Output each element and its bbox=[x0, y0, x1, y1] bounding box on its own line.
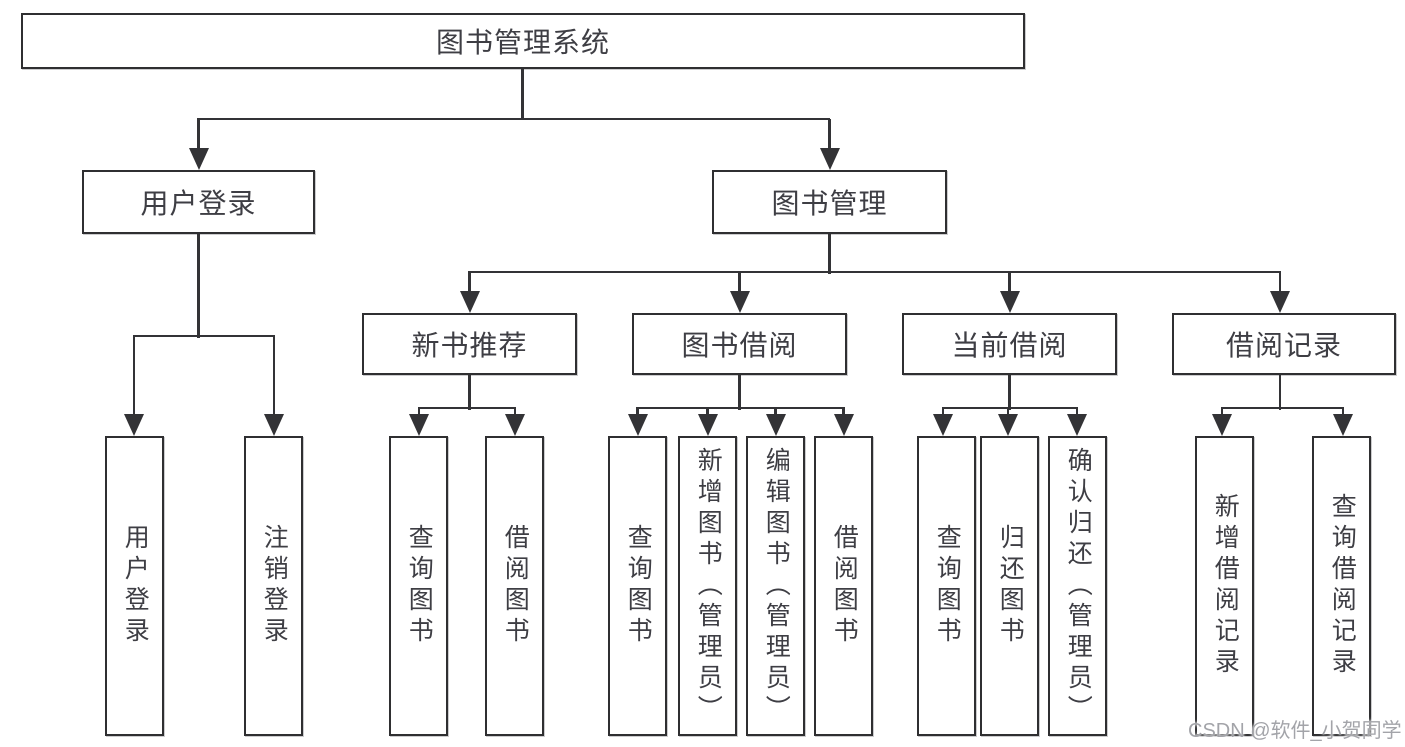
connector-vline bbox=[132, 336, 136, 420]
connector-vline bbox=[1008, 272, 1011, 297]
connector-vline bbox=[521, 69, 524, 119]
leaf-logout: 注销登录 bbox=[244, 436, 303, 736]
connector-vline bbox=[1008, 375, 1011, 410]
leaf-bb-edit-books-admin: 编辑图书（管理员） bbox=[746, 436, 805, 736]
connector-vline bbox=[828, 119, 831, 154]
node-borrow-records: 借阅记录 bbox=[1172, 313, 1396, 375]
arrowhead-down-icon bbox=[409, 414, 429, 436]
connector-hline bbox=[417, 406, 517, 410]
leaf-nbr-query-books: 查询图书 bbox=[389, 436, 448, 736]
arrowhead-down-icon bbox=[627, 414, 648, 436]
connector-vline bbox=[738, 272, 741, 297]
connector-vline bbox=[197, 119, 200, 154]
arrowhead-down-icon bbox=[999, 291, 1020, 313]
connector-hline bbox=[197, 117, 830, 121]
arrowhead-down-icon bbox=[1333, 414, 1353, 436]
connector-vline bbox=[468, 375, 471, 410]
leaf-bb-add-books-admin: 新增图书（管理员） bbox=[678, 436, 737, 736]
leaf-bb-borrow-books: 借阅图书 bbox=[814, 436, 873, 736]
arrowhead-down-icon bbox=[459, 291, 480, 313]
arrowhead-down-icon bbox=[819, 148, 840, 170]
node-book-management: 图书管理 bbox=[712, 170, 947, 234]
connector-vline bbox=[1278, 272, 1282, 297]
leaf-cb-return-books: 归还图书 bbox=[980, 436, 1039, 736]
node-user-login: 用户登录 bbox=[82, 170, 315, 234]
leaf-user-login: 用户登录 bbox=[105, 436, 164, 736]
arrowhead-down-icon bbox=[1212, 414, 1232, 436]
connector-vline bbox=[272, 336, 276, 420]
leaf-nbr-borrow-books: 借阅图书 bbox=[485, 436, 544, 736]
arrowhead-down-icon bbox=[264, 414, 284, 436]
arrowhead-down-icon bbox=[188, 148, 209, 170]
arrowhead-down-icon bbox=[833, 414, 854, 436]
node-new-book-recommend: 新书推荐 bbox=[362, 313, 577, 375]
connector-vline bbox=[828, 234, 831, 274]
leaf-cb-query-books: 查询图书 bbox=[917, 436, 976, 736]
connector-vline bbox=[1278, 375, 1282, 410]
connector-vline bbox=[197, 234, 200, 338]
leaf-br-query-record: 查询借阅记录 bbox=[1312, 436, 1371, 736]
leaf-cb-confirm-return-admin: 确认归还（管理员） bbox=[1048, 436, 1107, 736]
csdn-watermark: CSDN @软件_小贺同学 bbox=[1188, 720, 1402, 742]
arrowhead-down-icon bbox=[505, 414, 525, 436]
connector-hline bbox=[468, 270, 1282, 274]
arrowhead-down-icon bbox=[729, 291, 750, 313]
arrowhead-down-icon bbox=[697, 414, 718, 436]
leaf-bb-query-books: 查询图书 bbox=[608, 436, 667, 736]
arrowhead-down-icon bbox=[1270, 291, 1290, 313]
arrowhead-down-icon bbox=[1067, 414, 1087, 436]
arrowhead-down-icon bbox=[933, 414, 953, 436]
arrowhead-down-icon bbox=[124, 414, 144, 436]
connector-hline bbox=[941, 406, 1079, 410]
node-library-system: 图书管理系统 bbox=[21, 13, 1025, 69]
connector-vline bbox=[468, 272, 471, 297]
leaf-br-add-record: 新增借阅记录 bbox=[1195, 436, 1254, 736]
node-book-borrow: 图书借阅 bbox=[632, 313, 847, 375]
arrowhead-down-icon bbox=[998, 414, 1018, 436]
connector-vline bbox=[738, 375, 741, 410]
arrowhead-down-icon bbox=[765, 414, 786, 436]
node-current-borrow: 当前借阅 bbox=[902, 313, 1117, 375]
connector-hline bbox=[1220, 406, 1345, 410]
connector-hline bbox=[132, 334, 276, 338]
connector-hline bbox=[636, 406, 845, 410]
